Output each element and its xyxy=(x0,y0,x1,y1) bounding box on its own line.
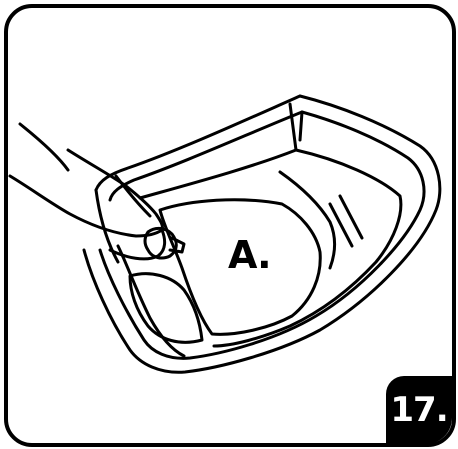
basket-side-line xyxy=(116,244,186,358)
callout-label: A. xyxy=(228,233,272,277)
top-rail-inner xyxy=(108,110,304,202)
basket-wall-line xyxy=(278,170,336,270)
rail-joint-2 xyxy=(298,110,304,142)
basket-fold-2 xyxy=(338,194,364,240)
finger-2-outline xyxy=(114,174,152,218)
basket-inner-edge xyxy=(138,148,403,348)
rail-joint xyxy=(288,102,298,152)
zipper-slider xyxy=(168,236,186,254)
basket-fold-1 xyxy=(328,202,354,248)
finger-outline xyxy=(18,122,70,172)
top-rail-outer xyxy=(94,94,302,192)
instruction-panel xyxy=(4,4,456,447)
step-number: 17. xyxy=(390,390,448,430)
thumb-outline xyxy=(66,148,164,232)
frame-outer-line xyxy=(82,94,442,374)
zipper-tab xyxy=(143,226,178,260)
frame-inner-line xyxy=(98,110,426,360)
hand-arm-outline xyxy=(8,174,167,261)
fabric-panel xyxy=(158,198,322,336)
basket-lower-pocket xyxy=(128,272,204,344)
step-badge: 17. xyxy=(386,376,452,444)
